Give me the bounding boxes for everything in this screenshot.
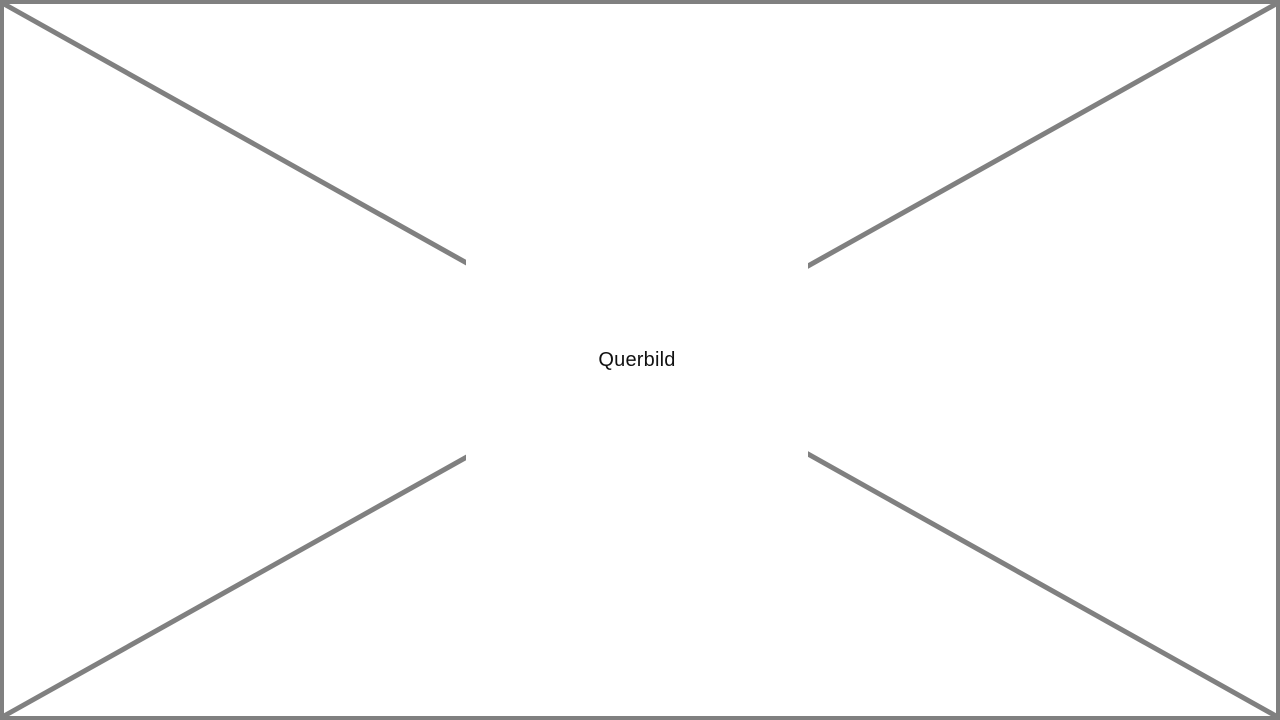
caption-box: Querbild bbox=[466, 258, 808, 462]
placeholder-caption: Querbild bbox=[598, 348, 676, 371]
